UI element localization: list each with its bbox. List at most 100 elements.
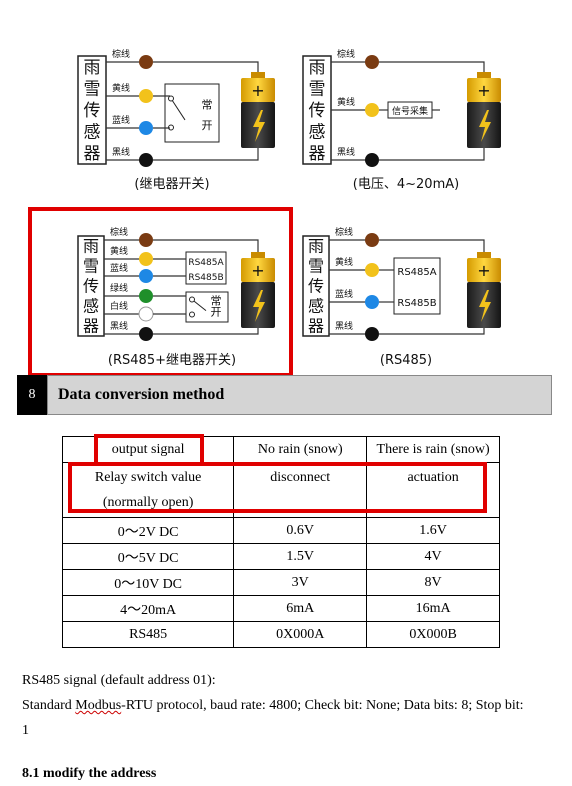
wiring-diagrams: 雨雪传感器棕线黄线蓝线黑线常开+(继电器开关)雨雪传感器棕线黄线黑线信号采集+(… [77,48,501,368]
rs485b-label: RS485B [397,298,436,309]
relay-box [164,83,220,143]
sensor-name-char: 器 [309,144,326,164]
relay-contact [168,95,174,102]
protocol-rest: -RTU protocol, baud rate: 4800; Check bi… [121,698,524,713]
caption-rs485: (RS485) [380,353,432,368]
wire-line [379,146,485,161]
wire-label: 蓝线 [110,262,128,274]
wire-dot-blue [139,121,153,135]
subheading-8-1: 8.1 modify the address [22,766,157,781]
sensor-name-char: 器 [84,144,101,164]
wire-label: 黄线 [110,245,128,257]
wire-label: 黄线 [337,96,355,108]
sensor-name-char: 雨 [84,58,101,78]
relay-label-char: 常 [211,295,222,308]
sensor-name-char: 传 [84,101,101,121]
wire-dot-blue [365,295,379,309]
table-header-cell: output signal [61,436,235,463]
table-cell: disconnect [233,462,368,518]
table-cell: 0～5V DC [61,543,235,570]
table-cell: 0X000A [233,621,368,648]
wire-line [153,326,259,335]
wire-label: 蓝线 [335,288,353,300]
wire-label: 白线 [110,300,128,312]
section-header: Data conversion method [47,375,552,415]
battery-cap [467,258,501,282]
sensor-name-char: 传 [309,101,326,121]
relay-contact [189,311,195,318]
sensor-name-char: 雪 [83,257,99,276]
signal-label: 信号采集 [392,105,428,117]
table-cell: 1.6V [366,517,500,544]
highlight-box-rs485-relay [28,207,293,377]
wire-dot-yellow [139,89,153,103]
relay-switch-arm [170,98,186,121]
rs485-box [185,251,227,285]
wire-dot-yellow [139,252,153,266]
wire-label: 棕线 [112,48,130,60]
battery-cap [241,78,275,102]
wire-label: 棕线 [335,226,353,238]
table-cell: RS485 [61,621,235,648]
wire-dot-yellow [365,263,379,277]
wire-dot-brown [365,55,379,69]
wire-dot-black [365,153,379,167]
wire-dot-black [365,327,379,341]
relay-label-char: 开 [202,119,213,132]
rs485-signal-text: RS485 signal (default address 01): [22,673,216,688]
battery-plus-sign: + [477,81,490,100]
battery-plus-sign: + [477,261,490,280]
wire-label: 棕线 [110,226,128,238]
table-cell: 1.5V [233,543,368,570]
lightning-icon [253,290,265,322]
battery-cap [467,78,501,102]
sensor-name-char: 雨 [309,58,326,78]
wire-dot-green [139,289,153,303]
wire-dot-blue [139,269,153,283]
table-cell: 0X000B [366,621,500,648]
sensor-name-char: 雨 [308,237,324,256]
wire-line [379,239,485,254]
rs485b-label: RS485B [188,273,223,283]
wire-line [153,239,259,254]
table-header-cell: There is rain (snow) [366,436,500,463]
wire-label: 黑线 [110,320,128,332]
wire-label: 蓝线 [112,114,130,126]
protocol-text: Standard Modbus-RTU protocol, baud rate:… [22,693,524,718]
sensor-name-char: 感 [84,123,101,143]
protocol-modbus: Modbus [75,698,122,713]
sensor-name-char: 雨 [83,237,99,256]
wire-label: 黑线 [112,146,130,158]
wire-label: 黑线 [337,146,355,158]
data-conversion-table: output signal No rain (snow) There is ra… [61,436,500,648]
relay-label-line1: Relay switch value [94,470,202,485]
wire-label: 棕线 [337,48,355,60]
relay-label-char: 开 [211,305,222,318]
sensor-name-char: 感 [309,123,326,143]
sensor-name-char: 感 [308,297,324,316]
lightning-icon [479,290,491,322]
sensor-box [77,55,107,165]
highlight-box-relay-row [68,462,487,513]
sensor-name-char: 器 [308,317,324,336]
table-header-cell: No rain (snow) [233,436,368,463]
sensor-box [77,235,105,337]
caption-relay: (继电器开关) [134,177,209,192]
table-cell: 8V [366,569,500,596]
wire-label: 黄线 [112,82,130,94]
caption-rs485-relay: (RS485+继电器开关) [108,353,236,368]
sensor-name-char: 雪 [84,79,101,99]
lightning-icon [479,110,491,142]
wire-dot-brown [365,233,379,247]
table-cell: 4～20mA [61,595,235,622]
battery-terminal [477,252,491,259]
sensor-box [302,55,332,165]
relay-contact [189,296,195,303]
table-cell: 6mA [233,595,368,622]
